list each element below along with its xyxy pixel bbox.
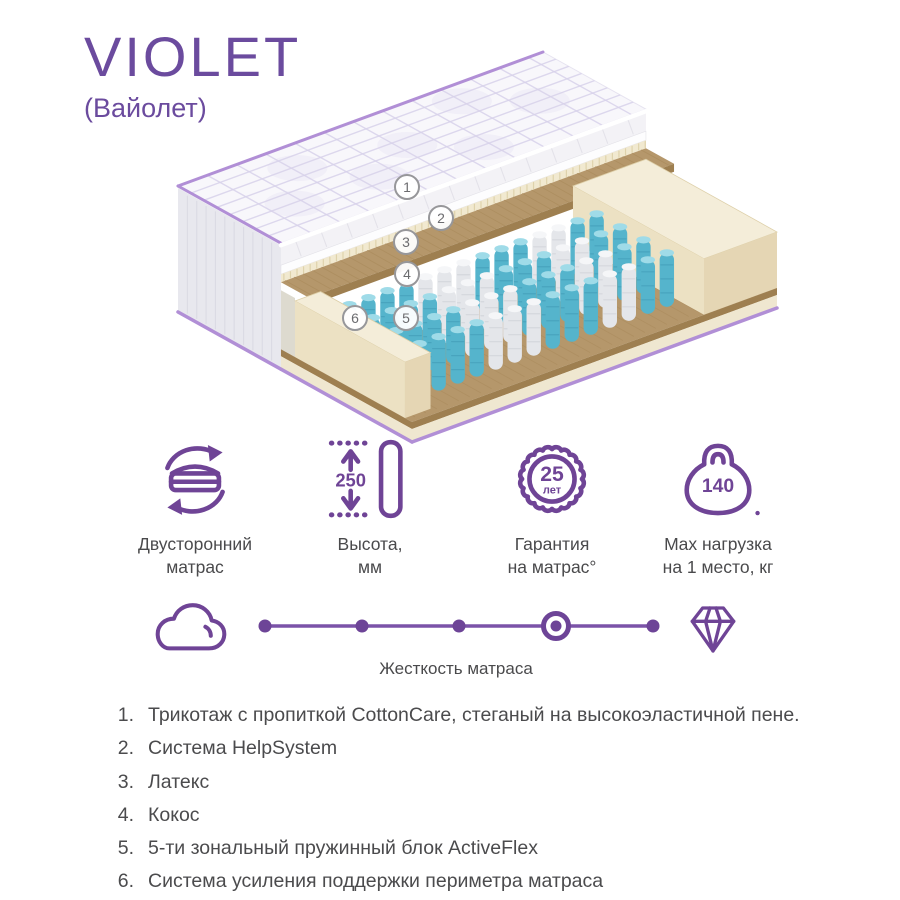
layers-list: 1. Трикотаж с пропиткой CottonCare, стег… xyxy=(106,701,842,900)
callout-5: 5 xyxy=(393,305,419,331)
feature-label: Гарантия на матрас° xyxy=(507,534,597,577)
layer-number: 5. xyxy=(117,837,134,860)
feature-double-sided: Двусторонний матрас xyxy=(105,433,285,579)
mattress-hero: 1 2 3 4 5 6 xyxy=(176,50,779,444)
kettlebell-icon: 140 xyxy=(684,443,760,516)
feature-row: Двусторонний матрас 250 Высота, мм xyxy=(0,433,900,583)
callout-3: 3 xyxy=(393,229,419,255)
layer-item: 4. Кокос xyxy=(106,801,842,829)
callout-4: 4 xyxy=(394,261,420,287)
layer-item: 5. 5-ти зональный пружинный блок ActiveF… xyxy=(106,834,842,862)
layer-item: 2. Система HelpSystem xyxy=(106,734,842,762)
layer-item: 6. Система усиления поддержки периметра … xyxy=(106,867,842,895)
layer-number: 1. xyxy=(117,704,134,726)
svg-text:25: 25 xyxy=(540,463,564,486)
feature-warranty: 25 лет Гарантия на матрас° xyxy=(462,433,642,579)
layer-number: 4. xyxy=(117,803,134,826)
callout-6: 6 xyxy=(342,305,368,331)
layer-number: 2. xyxy=(117,737,134,760)
layer-item: 3. Латекс xyxy=(106,768,842,796)
double-sided-mattress-icon xyxy=(165,444,225,515)
feature-label: Max нагрузка на 1 место, кг xyxy=(662,534,774,577)
page-title: VIOLET xyxy=(84,25,302,88)
layer-item: 1. Трикотаж с пропиткой CottonCare, стег… xyxy=(106,701,842,729)
diamond-firm-icon xyxy=(690,606,736,653)
svg-text:лет: лет xyxy=(543,485,562,497)
feature-label: Высота, мм xyxy=(337,534,403,577)
warranty-badge-icon: 25 лет xyxy=(517,444,587,514)
layer-text: Латекс xyxy=(148,770,210,793)
layer-text: Кокос xyxy=(148,803,200,826)
firmness-label: Жесткость матраса xyxy=(379,659,533,678)
feature-label: Двусторонний матрас xyxy=(138,534,252,577)
callout-2: 2 xyxy=(428,205,454,231)
cloud-soft-icon xyxy=(155,603,227,651)
svg-text:140: 140 xyxy=(702,476,734,497)
layer-text: Система усиления поддержки периметра мат… xyxy=(148,870,604,893)
svg-text:250: 250 xyxy=(335,469,366,490)
mattress-cutaway-illustration xyxy=(176,50,779,444)
page-subtitle: (Вайолет) xyxy=(84,93,207,123)
firmness-scale xyxy=(258,611,660,641)
layer-number: 3. xyxy=(117,770,134,793)
feature-max-load: 140 Max нагрузка на 1 место, кг xyxy=(628,433,808,579)
feature-height: 250 Высота, мм xyxy=(280,433,460,579)
callout-1: 1 xyxy=(394,174,420,200)
layer-text: 5-ти зональный пружинный блок ActiveFlex xyxy=(148,837,538,860)
height-icon: 250 xyxy=(328,439,403,519)
layer-text: Система HelpSystem xyxy=(148,737,338,760)
layer-text: Трикотаж с пропиткой CottonCare, стеганы… xyxy=(148,704,800,726)
layer-number: 6. xyxy=(117,870,134,893)
brand-block: VIOLET (Вайолет) xyxy=(84,24,301,124)
